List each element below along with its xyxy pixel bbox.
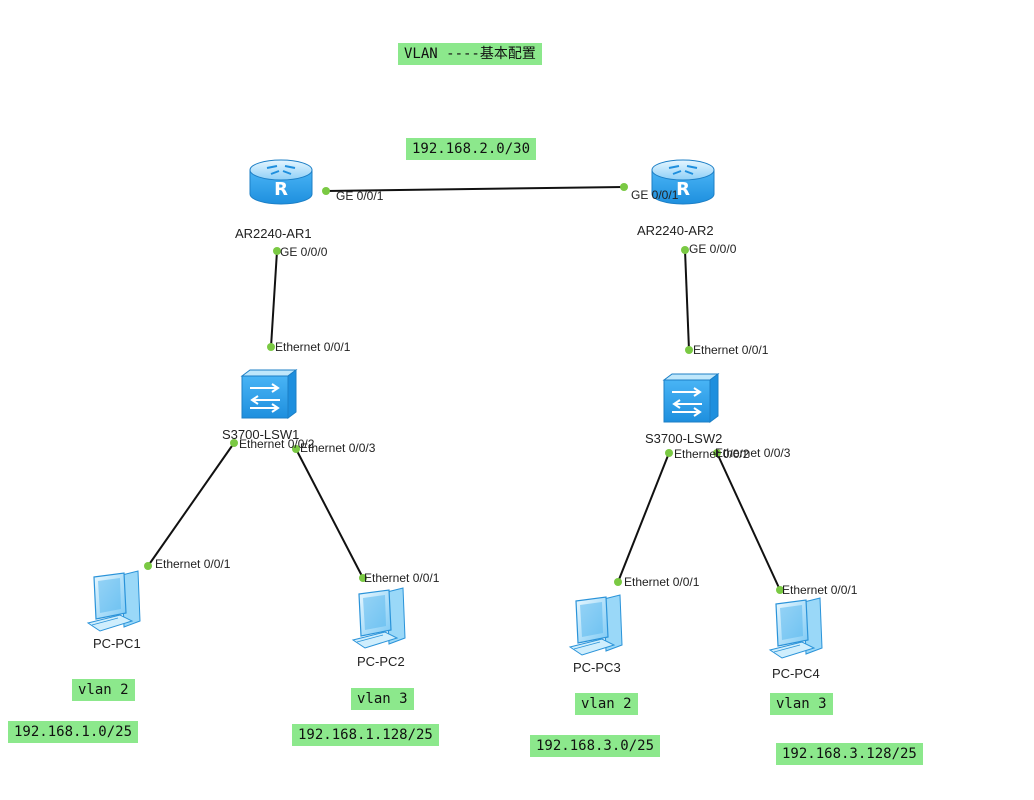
pc2-subnet-label: 192.168.1.128/25: [292, 724, 439, 746]
pc1-subnet-label: 192.168.1.0/25: [8, 721, 139, 743]
pc4-vlan-label: vlan 3: [770, 693, 833, 715]
pc2-vlan-label: vlan 3: [351, 688, 414, 710]
switch-icon[interactable]: [663, 373, 719, 423]
pc-icon[interactable]: [769, 597, 823, 659]
port-label: Ethernet 0/0/2: [674, 447, 750, 461]
port-dot: [267, 343, 275, 351]
port-label: Ethernet 0/0/3: [715, 446, 791, 460]
port-dot: [273, 247, 281, 255]
port-dot: [665, 449, 673, 457]
ar1-name: AR2240-AR1: [235, 226, 312, 241]
port-label: Ethernet 0/0/1: [693, 343, 769, 357]
pc3-name: PC-PC3: [573, 660, 621, 675]
links: [147, 186, 781, 591]
port-label: Ethernet 0/0/1: [275, 340, 351, 354]
port-label: Ethernet 0/0/1: [782, 583, 858, 597]
port-dot: [359, 574, 367, 582]
port-label: GE 0/0/1: [631, 188, 679, 202]
wan-subnet-label: 192.168.2.0/30: [406, 138, 537, 160]
pc-icon[interactable]: [87, 570, 141, 632]
lsw2-name: S3700-LSW2: [645, 431, 723, 446]
port-label: Ethernet 0/0/1: [624, 575, 700, 589]
port-dot: [620, 183, 628, 191]
port-label: GE 0/0/0: [689, 242, 737, 256]
pc2-name: PC-PC2: [357, 654, 405, 669]
port-label: Ethernet 0/0/1: [155, 557, 231, 571]
port-dot: [292, 445, 300, 453]
pc3-subnet-label: 192.168.3.0/25: [530, 735, 661, 757]
port-label: Ethernet 0/0/1: [364, 571, 440, 585]
diagram-title: VLAN ----基本配置: [398, 43, 542, 65]
router-icon[interactable]: [249, 159, 313, 205]
link-ar1-ar2: [325, 186, 625, 192]
port-label: GE 0/0/1: [336, 189, 384, 203]
port-dot: [322, 187, 330, 195]
port-dot: [685, 346, 693, 354]
port-dot: [713, 449, 721, 457]
port-label: GE 0/0/0: [280, 245, 328, 259]
pc4-name: PC-PC4: [772, 666, 820, 681]
link-ar1-lsw1: [270, 250, 278, 348]
link-lsw2-pc4: [716, 452, 781, 591]
pc4-subnet-label: 192.168.3.128/25: [776, 743, 923, 765]
link-lsw1-pc2: [295, 448, 364, 579]
pc1-vlan-label: vlan 2: [72, 679, 135, 701]
port-dot: [144, 562, 152, 570]
pc-icon[interactable]: [569, 594, 623, 656]
port-dot: [230, 439, 238, 447]
port-label: Ethernet 0/0/3: [300, 441, 376, 455]
port-label: Ethernet 0/0/2: [239, 437, 315, 451]
link-lsw1-pc1: [147, 442, 235, 567]
link-lsw2-pc3: [617, 452, 670, 583]
port-dot: [614, 578, 622, 586]
switch-icon[interactable]: [241, 369, 297, 419]
ar2-name: AR2240-AR2: [637, 223, 714, 238]
pc1-name: PC-PC1: [93, 636, 141, 651]
lsw1-name: S3700-LSW1: [222, 427, 300, 442]
port-dot: [681, 246, 689, 254]
port-dot: [776, 586, 784, 594]
link-ar2-lsw2: [684, 249, 690, 351]
pc-icon[interactable]: [352, 587, 406, 649]
pc3-vlan-label: vlan 2: [575, 693, 638, 715]
port-dots: [144, 183, 784, 594]
